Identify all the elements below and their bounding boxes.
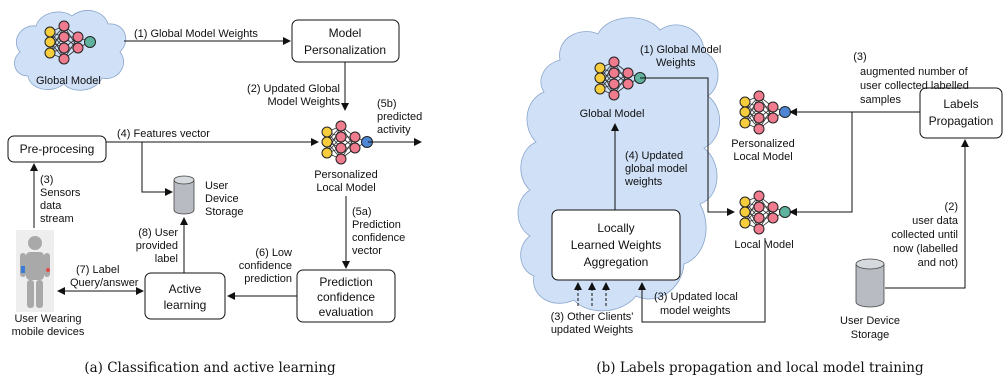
aggregation-line3: Aggregation — [584, 255, 649, 269]
aggregation-line2: Learned Weights — [571, 238, 662, 252]
step3-aug-line3: user collected labelled — [860, 80, 969, 92]
active-learning-line2: learning — [164, 298, 207, 312]
step5b-line3: activity — [377, 124, 411, 136]
labels-propagation-line1: Labels — [943, 97, 978, 111]
step5a-line4: vector — [352, 245, 382, 257]
prediction-confidence-line1: Prediction — [319, 275, 372, 289]
step3-aug-line4: samples — [860, 94, 901, 106]
personalized-local-model-line1: Personalized — [314, 169, 378, 181]
step3-line2: Sensors — [40, 187, 81, 199]
step2-b-line4: now (labelled — [893, 243, 958, 255]
step2-line1: (2) Updated Global — [247, 83, 340, 95]
step2-b-line1: (2) — [945, 201, 958, 213]
step3-other-line2: updated Weights — [551, 324, 634, 336]
cloud-icon — [14, 10, 127, 91]
labels-propagation-line2: Propagation — [929, 114, 994, 128]
step5a-line1: (5a) — [352, 206, 372, 218]
step8-line3: label — [155, 253, 178, 265]
step2-b-line2: user data — [912, 215, 959, 227]
labels-propagation-box — [919, 87, 1003, 139]
neural-network-icon — [321, 120, 373, 165]
step6-line1: (6) Low — [255, 247, 292, 259]
preprocessing-box — [7, 135, 107, 163]
neural-network-icon — [44, 20, 96, 65]
step2-b-line5: and not) — [918, 257, 958, 269]
step8-line2: provided — [136, 240, 178, 252]
step3-line1: (3) — [40, 174, 53, 186]
step6-line3: prediction — [244, 273, 292, 285]
step4-b-line1: (4) Updated — [625, 150, 683, 162]
model-personalization-line2: Personalization — [304, 43, 386, 57]
step3-aug-line1: (3) — [853, 51, 866, 63]
step1-b-line1: (1) Global Model — [640, 44, 721, 56]
user-wearing-line2: mobile devices — [12, 326, 85, 338]
storage-b-line2: Storage — [851, 329, 890, 341]
storage-b-line1: User Device — [840, 315, 900, 327]
step3-line3: data — [40, 200, 62, 212]
personalized-b-line2: Local Model — [733, 151, 792, 163]
step5a-line3: confidence — [352, 232, 405, 244]
personalized-local-model-line2: Local Model — [316, 182, 375, 194]
step3-upd-line2: model weights — [660, 305, 731, 317]
panel-b: Global Model (1) Global Model Weights Pe… — [517, 17, 1003, 376]
step1-b-line2: Weights — [656, 57, 696, 69]
neural-network-icon — [739, 190, 791, 235]
step8-line1: (8) User — [138, 227, 178, 239]
step5b-line1: (5b) — [377, 98, 397, 110]
step4-b-line3: weights — [624, 176, 663, 188]
step7-line1: (7) Label — [76, 264, 119, 276]
active-learning-box — [144, 272, 226, 320]
neural-network-icon — [739, 90, 791, 135]
caption-b: (b) Labels propagation and local model t… — [596, 360, 924, 376]
step7-line2: Query/answer — [70, 277, 139, 289]
active-learning-line1: Active — [169, 282, 202, 296]
aggregation-box — [551, 209, 681, 281]
global-model-label: Global Model — [36, 75, 101, 87]
personalized-b-line1: Personalized — [731, 138, 795, 150]
step3-aug-line2: augmented number of — [860, 66, 969, 78]
step3-upd-line1: (3) Updated local — [654, 291, 738, 303]
caption-a: (a) Classification and active learning — [84, 360, 336, 376]
storage-a-line3: Storage — [205, 206, 244, 218]
storage-a-line1: User — [205, 180, 229, 192]
prediction-confidence-line2: confidence — [317, 290, 375, 304]
panel-a: Global Model (1) Global Model Weights Mo… — [7, 10, 422, 376]
step3-line4: stream — [40, 213, 74, 225]
aggregation-line1: Locally — [597, 221, 634, 235]
storage-a-line2: Device — [205, 193, 239, 205]
prediction-confidence-line3: evaluation — [319, 305, 374, 319]
step5a-line2: Prediction — [352, 219, 401, 231]
global-model-b-label: Global Model — [580, 108, 645, 120]
step2-line2: Model Weights — [267, 96, 340, 108]
step2-b-line3: collected until — [891, 229, 958, 241]
step1-label: (1) Global Model Weights — [134, 28, 258, 40]
preprocessing-label: Pre-procesing — [20, 142, 95, 156]
database-icon — [173, 175, 195, 215]
step5b-line2: predicted — [377, 111, 422, 123]
local-model-b-label: Local Model — [734, 239, 793, 251]
person-icon — [16, 230, 54, 312]
step6-line2: confidence — [239, 260, 292, 272]
database-icon — [855, 258, 885, 308]
model-personalization-line1: Model — [329, 26, 362, 40]
step3-other-line1: (3) Other Clients' — [551, 311, 634, 323]
step4-b-line2: global model — [625, 163, 687, 175]
step4-label: (4) Features vector — [117, 128, 210, 140]
user-wearing-line1: User Wearing — [14, 313, 81, 325]
